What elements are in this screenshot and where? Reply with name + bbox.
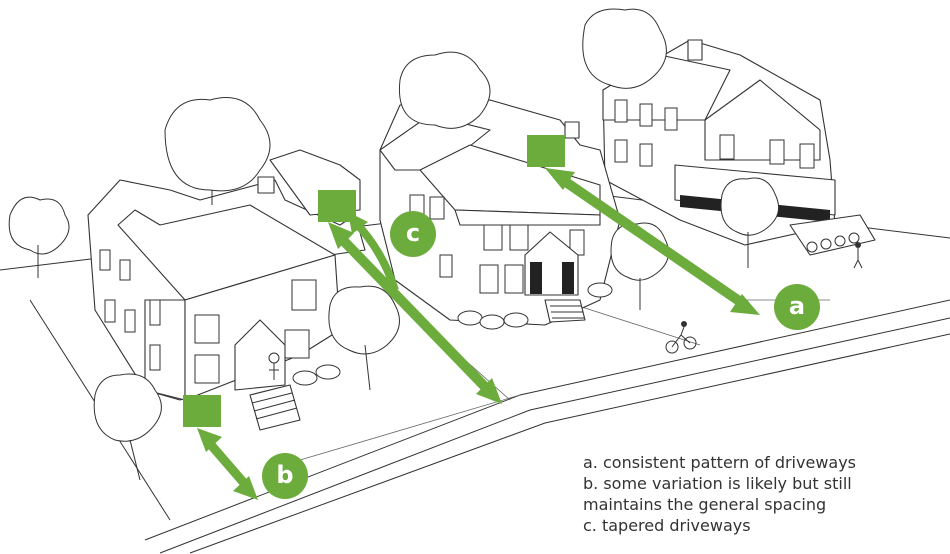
garage-door-icon [183,395,221,427]
double-arrow-icon [328,222,502,404]
tree-icon [164,97,271,205]
tree-icon [93,373,162,481]
legend-line-b-cont: maintains the general spacing [583,495,827,514]
double-arrow-icon [348,212,399,292]
legend-line-a: a. consistent pattern of driveways [583,453,857,472]
tree-icon [582,8,667,89]
shrubs [292,282,613,386]
tree-icon [328,285,400,391]
cyclist-icon [665,321,697,354]
tree-icon [398,51,491,129]
marker-a-label: a [789,292,805,320]
marker-a: a [774,284,820,330]
pedestrian-icon [853,242,863,269]
marker-c: c [390,211,436,257]
legend: a. consistent pattern of driveways b. so… [583,452,943,536]
marker-b: b [262,453,308,499]
tree-icon [720,177,780,268]
house-right [602,39,876,256]
double-arrow-icon [545,168,760,315]
marker-c-label: c [406,219,420,247]
tree-icon [8,196,70,278]
legend-line-c: c. tapered driveways [583,516,751,535]
legend-line-b: b. some variation is likely but still [583,474,852,493]
house-left [87,149,366,431]
garage-door-icon [527,135,565,167]
marker-b-label: b [276,461,293,489]
double-arrow-icon [197,428,258,500]
